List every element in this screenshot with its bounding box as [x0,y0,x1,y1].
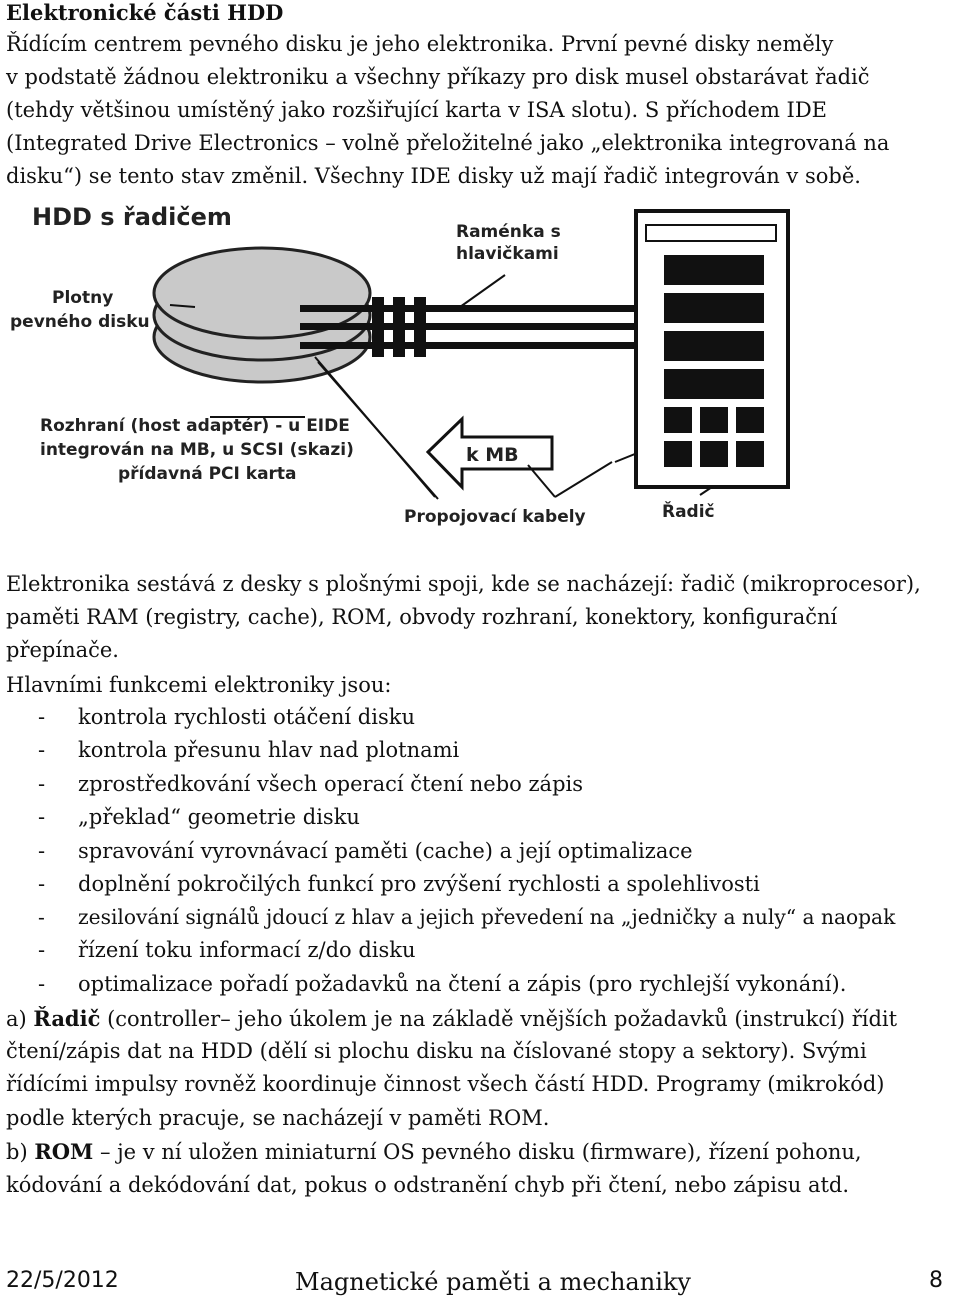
list-item-text: kontrola rychlosti otáčení disku [78,705,415,729]
list-item: - optimalizace pořadí požadavků na čtení … [38,972,846,996]
bullet-dash: - [38,805,46,829]
intro-line: Řídícím centrem pevného disku je jeho el… [6,32,834,56]
arms-label-line1: Raménka s [456,222,561,242]
list-item-text: optimalizace pořadí požadavků na čtení a… [78,972,847,996]
controller-label: Řadič [662,500,715,522]
diagram-title: HDD s řadičem [32,203,232,231]
cables-label: Propojovací kabely [404,507,586,527]
list-item-text: „překlad“ geometrie disku [78,805,360,829]
list-item: - řízení toku informací z/do disku [38,938,416,962]
functions-intro: Hlavními funkcemi elektroniky jsou: [6,673,392,697]
platters-label-line1: Plotny [52,288,113,308]
item-a-line: čtení/zápis dat na HDD (dělí si plochu d… [6,1039,867,1063]
item-a-text: (controller– jeho úkolem je na základě v… [100,1007,898,1031]
pointer-lines [169,274,713,498]
arms-label-line2: hlavičkami [456,244,559,264]
list-item: - spravování vyrovnávací paměti (cache) a… [38,839,693,863]
intro-line: v podstatě žádnou elektroniku a všechny … [6,65,870,89]
item-a-line: řídícími impulsy rovněž koordinuje činno… [6,1072,885,1096]
item-a-line: podle kterých pracuje, se nacházejí v pa… [6,1106,550,1130]
electronics-paragraph-line: přepínače. [6,638,119,662]
hdd-controller-diagram: HDD s řadičem k MB [10,203,790,527]
head-arms-graphic [300,297,635,357]
list-item-text: zprostředkování všech operací čtení nebo… [78,772,584,796]
list-item-text: řízení toku informací z/do disku [78,938,416,962]
to-motherboard-arrow: k MB [425,415,554,491]
bullet-dash: - [38,772,46,796]
footer-date: 22/5/2012 [6,1268,119,1293]
list-item-text: spravování vyrovnávací paměti (cache) a … [78,839,693,863]
bullet-dash: - [38,839,46,863]
bullet-dash: - [38,905,45,929]
bullet-dash: - [38,738,46,762]
item-b-line: b) ROM – je v ní uložen miniaturní OS pe… [6,1139,862,1164]
intro-line: (Integrated Drive Electronics – volně př… [6,131,890,155]
bullet-dash: - [38,972,46,996]
intro-line: (tehdy většinou umístěný jako rozšiřujíc… [6,98,828,122]
list-item: - zprostředkování všech operací čtení neb… [38,772,583,796]
electronics-paragraph-line: paměti RAM (registry, cache), ROM, obvod… [6,605,838,629]
list-item-text: zesilování signálů jdoucí z hlav a jejic… [78,905,896,929]
footer-title: Magnetické paměti a mechaniky [295,1268,691,1296]
cables-graphic [314,356,641,500]
intro-line: disku“) se tento stav změnil. Všechny ID… [6,164,861,188]
footer-page-number: 8 [929,1268,943,1293]
bullet-dash: - [38,872,46,896]
interface-label-line3: přídavná PCI karta [118,464,297,484]
electronics-paragraph-line: Elektronika sestává z desky s plošnými s… [6,572,921,596]
list-item-text: doplnění pokročilých funkcí pro zvýšení … [78,872,760,896]
list-item: - kontrola přesunu hlav nad plotnami [38,738,459,762]
interface-label-line1: Rozhraní (host adaptér) - u EIDE [40,416,350,436]
list-item: - doplnění pokročilých funkcí pro zvýšení… [38,872,760,896]
bullet-dash: - [38,705,46,729]
list-item: - „překlad“ geometrie disku [38,805,360,829]
interface-label-line2: integrován na MB, u SCSI (skazi) [40,440,354,460]
kmb-label: k MB [466,444,519,466]
platters-label-line2: pevného disku [10,312,150,332]
list-item: - kontrola rychlosti otáčení disku [38,705,415,729]
item-b-prefix: b) [6,1140,35,1164]
section-heading: Elektronické části HDD [6,0,284,25]
item-b-term: ROM [34,1139,94,1164]
item-b-line: kódování a dekódování dat, pokus o odstr… [6,1173,850,1197]
bullet-dash: - [38,938,46,962]
item-b-text: – je v ní uložen miniaturní OS pevného d… [93,1140,862,1164]
list-item-text: kontrola přesunu hlav nad plotnami [78,738,460,762]
platters-graphic [152,246,372,384]
item-a-line: a) Řadič (controller– jeho úkolem je na … [6,1006,897,1031]
controller-board [634,209,790,489]
list-item: - zesilování signálů jdoucí z hlav a jeji… [38,905,895,929]
item-a-prefix: a) [6,1007,34,1031]
item-a-term: Řadič [33,1006,101,1031]
